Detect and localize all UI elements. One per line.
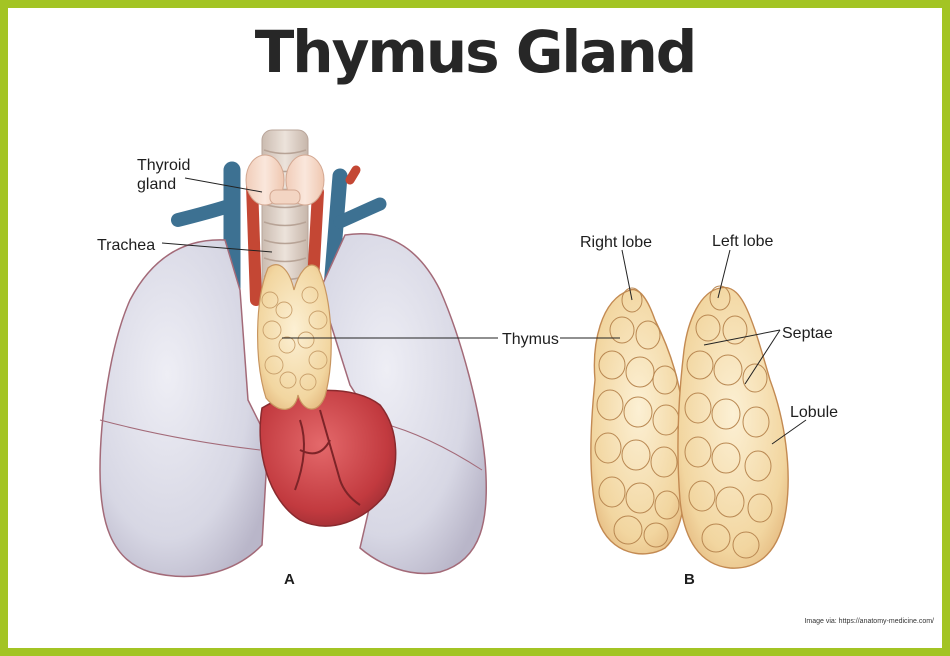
heart <box>259 389 397 527</box>
thymus-right-lobe <box>590 287 688 555</box>
right-lung <box>99 239 269 578</box>
page-title: Thymus Gland <box>254 18 698 86</box>
panel-label-a: A <box>284 571 295 588</box>
label-left-lobe: Left lobe <box>712 233 773 250</box>
label-trachea: Trachea <box>97 237 155 254</box>
label-thymus: Thymus <box>502 331 559 348</box>
thymus-left-lobe <box>677 285 789 569</box>
panel-b-illustration <box>590 285 789 569</box>
label-right-lobe: Right lobe <box>580 234 652 251</box>
image-credit: Image via: https://anatomy-medicine.com/ <box>804 618 934 625</box>
thymus-in-situ <box>257 264 332 410</box>
label-thyroid-line1: Thyroid <box>137 157 190 174</box>
label-lobule: Lobule <box>790 404 838 421</box>
panel-a-illustration <box>99 129 488 578</box>
panel-label-b: B <box>684 571 695 588</box>
left-lung <box>319 233 488 575</box>
thyroid-gland <box>245 154 325 206</box>
label-thyroid-line2: gland <box>137 176 176 193</box>
label-septae: Septae <box>782 325 833 342</box>
leader-lines <box>161 177 807 445</box>
